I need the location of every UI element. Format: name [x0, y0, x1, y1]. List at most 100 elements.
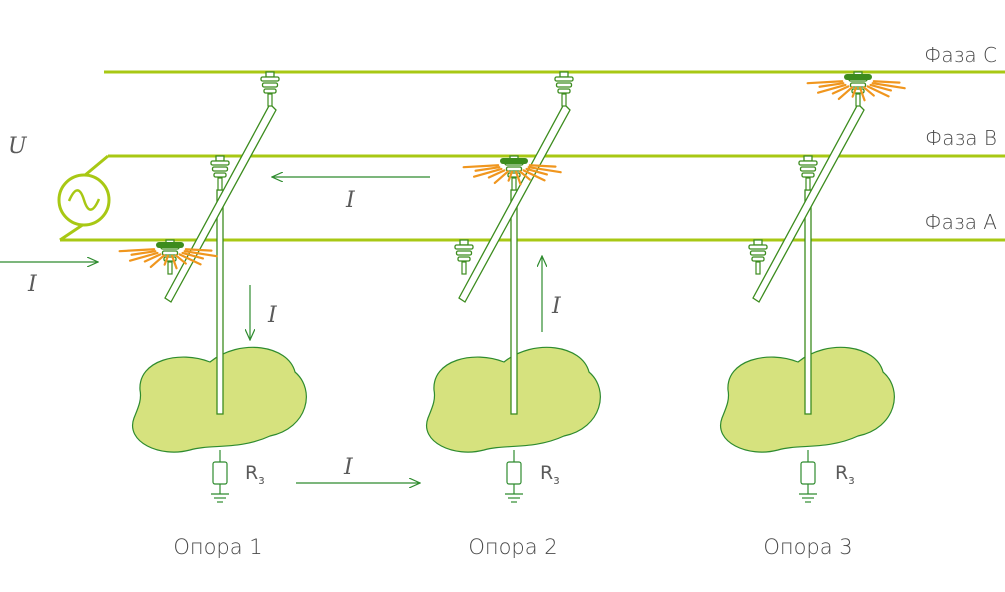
arc-spark — [851, 86, 858, 98]
arc-spark — [871, 82, 906, 90]
insulator-icon — [454, 239, 474, 275]
pole-label-2: Опора 2 — [468, 535, 558, 559]
arc-spark — [522, 169, 546, 182]
arc-spark — [128, 251, 159, 262]
arc-spark — [837, 86, 854, 101]
current-label-phase-b: I — [345, 188, 356, 213]
arc-spark — [514, 170, 522, 186]
arc-discharge-icon — [462, 158, 562, 186]
insulator-cap — [215, 155, 225, 162]
insulator-icon — [462, 155, 562, 191]
arc-spark — [174, 254, 187, 265]
phase-a-label: Фаза А — [924, 210, 997, 234]
arc-spark — [866, 85, 890, 98]
arc-discharge-icon — [118, 242, 218, 270]
current-label-pole1: I — [267, 303, 278, 328]
arc-spark — [184, 248, 213, 252]
insulator-shed — [799, 166, 817, 172]
insulator-shed — [213, 172, 227, 178]
arc-spark — [178, 253, 202, 266]
source-voltage-label: U — [8, 134, 28, 159]
resistance-label-2: Rз — [540, 462, 560, 487]
insulator-icon — [260, 71, 280, 107]
insulator-pin — [855, 93, 861, 107]
insulator-shed — [210, 160, 230, 166]
arc-spark — [181, 251, 204, 260]
insulator-pin — [805, 177, 811, 191]
arc-spark — [831, 85, 850, 95]
current-label-pole2: I — [551, 294, 562, 319]
arc-spark — [118, 248, 156, 253]
ac-source — [57, 154, 111, 242]
current-arrows — [0, 177, 542, 483]
arc-spark — [493, 170, 510, 185]
resistor-body — [212, 461, 228, 485]
insulator-icon — [748, 239, 768, 275]
ground-resistor-icon — [799, 450, 817, 503]
arc-spark — [858, 86, 866, 102]
phase-c-label: Фаза С — [924, 43, 997, 67]
arc-spark — [507, 170, 514, 182]
insulator-shed — [263, 88, 277, 94]
poles — [118, 71, 906, 503]
insulator-shed — [455, 250, 473, 256]
arc-discharge-icon — [806, 74, 906, 102]
insulator-shed — [260, 76, 280, 82]
pole-shaft — [804, 189, 812, 415]
ground-resistor-icon — [505, 450, 523, 503]
insulator-shed — [161, 250, 179, 256]
resistance-subscript: з — [258, 472, 265, 487]
insulator-shed — [555, 82, 573, 88]
current-label-input: I — [27, 272, 38, 297]
source-wire — [59, 154, 109, 242]
arc-spark — [163, 254, 170, 266]
insulator-shed — [557, 88, 571, 94]
resistor-body — [506, 461, 522, 485]
sine-wave-icon — [67, 189, 101, 211]
insulator-pin — [755, 261, 761, 275]
resistance-symbol: R — [835, 462, 849, 484]
insulator-pin — [561, 93, 567, 107]
pole-crossarm — [752, 102, 865, 303]
insulator-pin — [267, 93, 273, 107]
insulator-shed — [798, 160, 818, 166]
insulator-cap — [459, 239, 469, 246]
arc-spark — [527, 166, 562, 174]
arc-spark — [143, 253, 162, 263]
arc-spark — [816, 83, 847, 94]
arc-spark — [806, 80, 844, 85]
resistance-label-3: Rз — [835, 462, 855, 487]
resistance-subscript: з — [848, 472, 855, 487]
arc-spark — [872, 80, 901, 84]
insulator-shed — [505, 166, 523, 172]
insulator-pin — [511, 177, 517, 191]
insulator-cap — [265, 71, 275, 78]
arc-spark — [487, 169, 506, 179]
insulator-pin — [217, 177, 223, 191]
resistance-symbol: R — [245, 462, 259, 484]
arc-spark — [472, 167, 503, 178]
insulator-shed — [801, 172, 815, 178]
insulator-shed — [849, 82, 867, 88]
insulator-shed — [751, 256, 765, 262]
arc-flash — [500, 158, 528, 164]
insulator-pin — [461, 261, 467, 275]
pole-shaft — [216, 189, 224, 415]
insulator-pin — [167, 261, 173, 275]
arc-spark — [474, 166, 501, 172]
arc-spark — [170, 254, 178, 270]
arc-spark — [862, 86, 875, 97]
insulator-shed — [457, 256, 471, 262]
arc-spark — [818, 82, 845, 88]
pole-1 — [118, 71, 307, 503]
insulator-shed — [454, 244, 474, 250]
insulator-shed — [211, 166, 229, 172]
pole-3 — [719, 71, 906, 503]
resistance-symbol: R — [540, 462, 554, 484]
insulator-icon — [554, 71, 574, 107]
pole-2 — [425, 71, 601, 503]
insulator-shed — [749, 250, 767, 256]
insulator-shed — [748, 244, 768, 250]
arc-spark — [518, 170, 531, 181]
